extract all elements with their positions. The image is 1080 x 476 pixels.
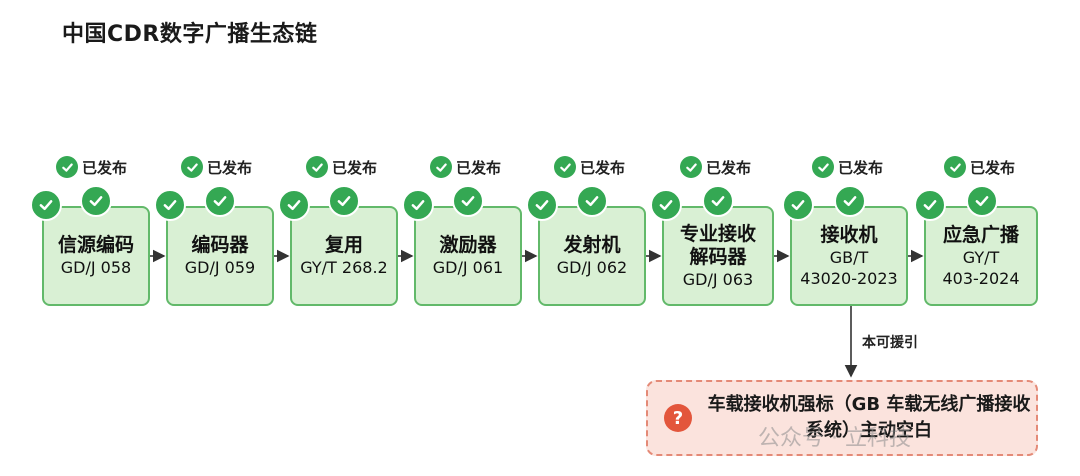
node-name: 接收机 [820, 223, 878, 246]
published-status-2: 已发布 [181, 156, 252, 178]
published-label: 已发布 [207, 158, 253, 177]
watermark: 公众号 · 立科技 [758, 426, 911, 451]
check-badge-icon [80, 185, 112, 217]
question-icon: ? [664, 404, 692, 432]
check-badge-icon [526, 189, 558, 221]
check-badge-icon [834, 185, 866, 217]
node-code: GD/J 058 [60, 258, 132, 277]
check-badge-icon [328, 185, 360, 217]
published-status-6: 已发布 [680, 156, 751, 178]
node-multiplexing: 复用 GY/T 268.2 [290, 206, 398, 306]
check-circle-icon [430, 156, 452, 178]
gap-warning-text: 车载接收机强标（GB 车载无线广播接收系统）主动空白 [707, 394, 1031, 441]
published-label: 已发布 [456, 158, 502, 177]
node-exciter: 激励器 GD/J 061 [414, 206, 522, 306]
check-badge-icon [402, 189, 434, 221]
node-code: GD/J 061 [432, 258, 504, 277]
node-name: 专业接收 解码器 [679, 222, 756, 268]
node-source-coding: 信源编码 GD/J 058 [42, 206, 150, 306]
published-label: 已发布 [706, 158, 752, 177]
published-label: 已发布 [970, 158, 1016, 177]
node-transmitter: 发射机 GD/J 062 [538, 206, 646, 306]
edge-label: 本可援引 [862, 335, 918, 351]
node-receiver: 接收机 GB/T 43020-2023 [790, 206, 908, 306]
published-label: 已发布 [580, 158, 626, 177]
node-name: 复用 [324, 234, 363, 256]
check-badge-icon [154, 189, 186, 221]
published-status-4: 已发布 [430, 156, 501, 178]
diagram-title: 中国CDR数字广播生态链 [62, 22, 318, 47]
node-code: GB/T 43020-2023 [800, 247, 898, 288]
node-name: 信源编码 [57, 234, 134, 256]
node-name: 应急广播 [942, 223, 1019, 246]
check-badge-icon [966, 185, 998, 217]
published-status-1: 已发布 [56, 156, 127, 178]
node-code: GY/T 403-2024 [942, 247, 1020, 288]
published-status-3: 已发布 [306, 156, 377, 178]
node-code: GD/J 062 [556, 258, 628, 277]
published-status-8: 已发布 [944, 156, 1015, 178]
node-code: GD/J 059 [184, 258, 256, 277]
published-status-7: 已发布 [812, 156, 883, 178]
check-badge-icon [576, 185, 608, 217]
node-name: 编码器 [191, 234, 249, 256]
check-badge-icon [30, 189, 62, 221]
published-label: 已发布 [332, 158, 378, 177]
node-professional-decoder: 专业接收 解码器 GD/J 063 [662, 206, 774, 306]
check-circle-icon [944, 156, 966, 178]
node-code: GD/J 063 [682, 269, 754, 289]
check-badge-icon [204, 185, 236, 217]
check-circle-icon [56, 156, 78, 178]
check-circle-icon [306, 156, 328, 178]
check-badge-icon [702, 185, 734, 217]
node-encoder: 编码器 GD/J 059 [166, 206, 274, 306]
check-badge-icon [914, 189, 946, 221]
check-badge-icon [278, 189, 310, 221]
node-code: GY/T 268.2 [300, 258, 388, 277]
published-label: 已发布 [838, 158, 884, 177]
node-name: 发射机 [563, 234, 621, 256]
check-circle-icon [181, 156, 203, 178]
node-emergency-broadcast: 应急广播 GY/T 403-2024 [924, 206, 1038, 306]
node-name: 激励器 [439, 234, 497, 256]
check-badge-icon [650, 189, 682, 221]
check-circle-icon [554, 156, 576, 178]
published-status-5: 已发布 [554, 156, 625, 178]
check-badge-icon [452, 185, 484, 217]
check-badge-icon [782, 189, 814, 221]
check-circle-icon [680, 156, 702, 178]
check-circle-icon [812, 156, 834, 178]
published-label: 已发布 [82, 158, 128, 177]
gap-warning-box: ? 车载接收机强标（GB 车载无线广播接收系统）主动空白 [646, 380, 1038, 456]
